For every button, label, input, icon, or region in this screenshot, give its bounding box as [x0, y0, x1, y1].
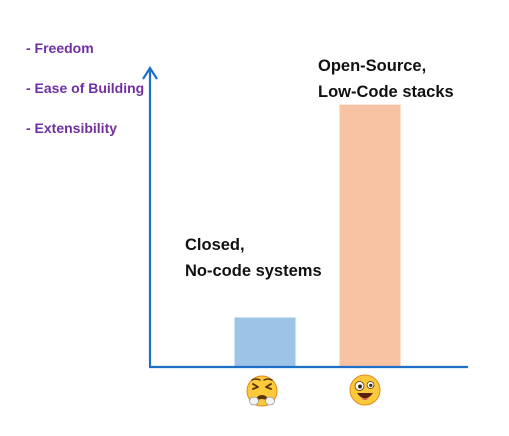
closed-no-code-label-line-2: No-code systems — [185, 262, 322, 280]
open-source-low-code-label-line-1: Open-Source, — [318, 57, 427, 75]
open-source-low-code-label-line-2: Low-Code stacks — [318, 83, 454, 101]
groaning-face-icon — [246, 375, 278, 407]
grinning-face-icon — [349, 374, 381, 406]
bar-open-source-low-code — [339, 104, 401, 368]
criterion-extensibility: - Extensibility — [26, 120, 118, 136]
closed-no-code-label: Closed, No-code systems — [185, 232, 322, 284]
criterion-ease-of-building: - Ease of Building — [26, 80, 145, 96]
criterion-freedom: - Freedom — [26, 40, 94, 56]
closed-no-code-label-line-1: Closed, — [185, 236, 245, 254]
y-axis-arrowhead — [142, 65, 158, 80]
open-source-low-code-label: Open-Source, Low-Code stacks — [318, 53, 454, 105]
bar-closed-no-code — [234, 317, 296, 367]
bars-group — [234, 104, 401, 368]
